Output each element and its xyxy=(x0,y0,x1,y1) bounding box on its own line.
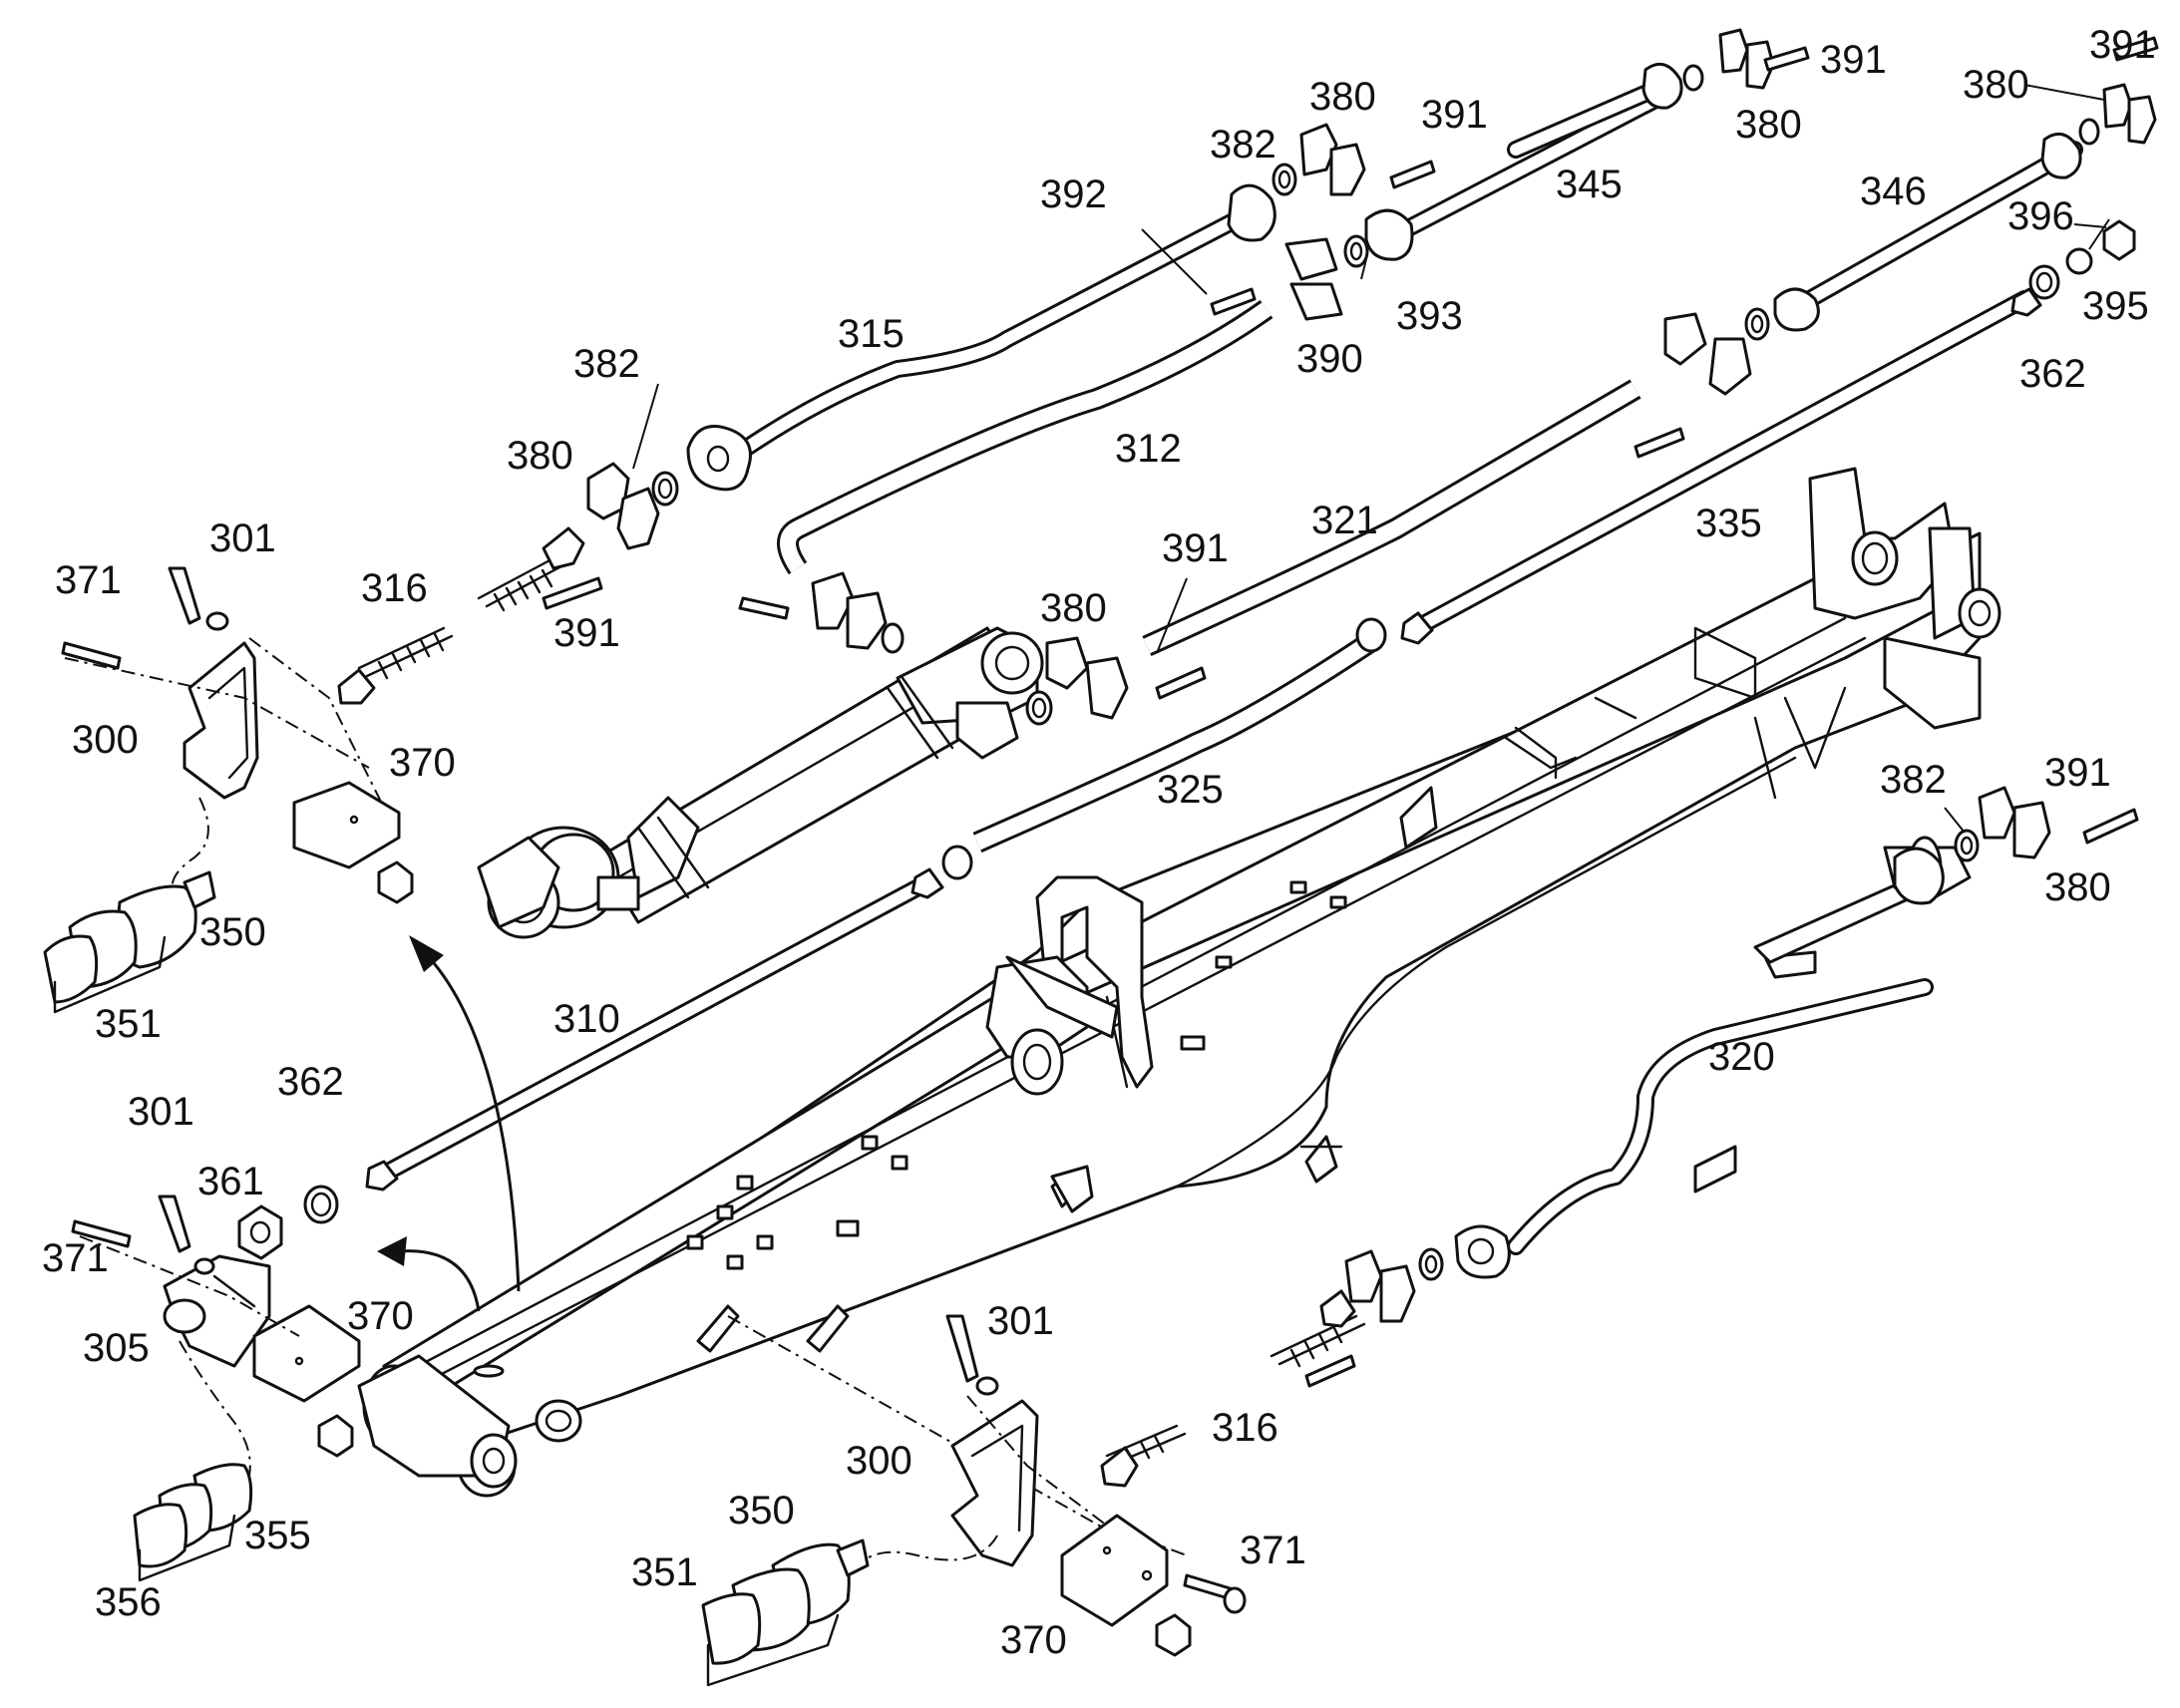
boom-cylinder xyxy=(477,626,1044,939)
label-316-lower: 316 xyxy=(1212,1406,1278,1450)
label-380-c: 380 xyxy=(1963,63,2029,107)
label-356: 356 xyxy=(95,1580,162,1624)
label-370-left: 370 xyxy=(347,1294,414,1338)
label-393: 393 xyxy=(1396,294,1463,338)
direction-arrows xyxy=(377,935,521,1312)
label-371-lower: 371 xyxy=(1240,1529,1306,1572)
label-301-lower: 301 xyxy=(987,1299,1054,1343)
flanges-and-clamps xyxy=(237,28,2159,1488)
label-371-upper: 371 xyxy=(55,558,122,602)
label-380-b: 380 xyxy=(1735,103,1802,147)
boom-assembly xyxy=(357,467,2001,1537)
label-371-left: 371 xyxy=(42,1236,109,1280)
label-361: 361 xyxy=(197,1160,264,1203)
label-395: 395 xyxy=(2082,284,2149,328)
label-391-c: 391 xyxy=(2089,23,2156,67)
label-382-b: 382 xyxy=(573,342,640,386)
label-391-b: 391 xyxy=(1820,38,1887,82)
label-335: 335 xyxy=(1695,502,1762,545)
label-315: 315 xyxy=(838,312,905,356)
label-312: 312 xyxy=(1115,427,1182,471)
label-391-d: 391 xyxy=(553,611,620,655)
label-351-lower: 351 xyxy=(631,1550,698,1594)
leader-lines xyxy=(632,84,2110,834)
label-391-f: 391 xyxy=(2044,751,2111,795)
label-396: 396 xyxy=(2007,194,2074,238)
brackets-and-lights xyxy=(43,566,1247,1687)
label-316-upper: 316 xyxy=(361,566,428,610)
label-345: 345 xyxy=(1556,163,1623,206)
label-391-e: 391 xyxy=(1162,526,1229,570)
label-300-lower: 300 xyxy=(846,1439,912,1483)
label-380-a: 380 xyxy=(1309,75,1376,119)
label-370-lower: 370 xyxy=(1000,1618,1067,1662)
label-350-lower: 350 xyxy=(728,1489,795,1533)
label-346: 346 xyxy=(1860,170,1927,213)
label-320: 320 xyxy=(1708,1035,1775,1079)
label-350-upper: 350 xyxy=(199,910,266,954)
label-301-upper: 301 xyxy=(209,516,276,560)
label-382-c: 382 xyxy=(1880,758,1947,802)
label-310: 310 xyxy=(553,997,620,1041)
label-392: 392 xyxy=(1040,172,1107,216)
label-380-e: 380 xyxy=(1040,586,1107,630)
label-325: 325 xyxy=(1157,768,1224,812)
label-351-upper: 351 xyxy=(95,1002,162,1046)
label-391-a: 391 xyxy=(1421,93,1488,137)
label-321: 321 xyxy=(1311,499,1378,542)
label-390: 390 xyxy=(1296,337,1363,381)
callout-labels: 300 300 301 301 301 305 310 312 315 316 … xyxy=(42,23,2156,1662)
label-362-right: 362 xyxy=(2019,352,2086,396)
label-362-left: 362 xyxy=(277,1060,344,1104)
label-355: 355 xyxy=(244,1514,311,1557)
label-301-left: 301 xyxy=(128,1090,194,1134)
label-300-upper: 300 xyxy=(72,718,139,762)
label-380-d: 380 xyxy=(507,434,573,478)
label-305: 305 xyxy=(83,1326,150,1370)
label-382-a: 382 xyxy=(1210,123,1276,167)
pipes-and-hoses xyxy=(357,76,2083,1468)
label-380-f: 380 xyxy=(2044,865,2111,909)
label-370-upper: 370 xyxy=(389,741,456,785)
